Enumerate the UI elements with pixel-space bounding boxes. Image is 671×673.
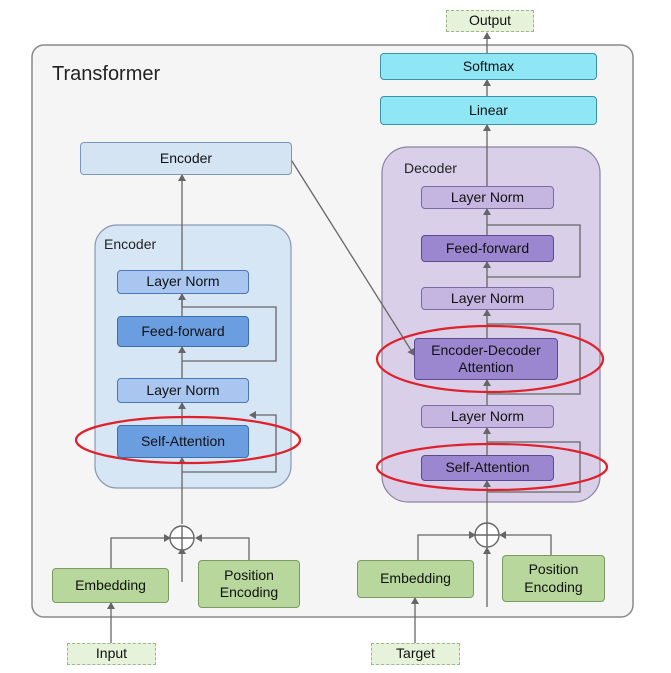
decoder-enc-dec-attention: Encoder-Decoder Attention xyxy=(414,338,558,380)
softmax-box: Softmax xyxy=(380,53,597,80)
enc-dec-attention-line2: Attention xyxy=(458,359,514,375)
decoder-layer-norm-middle: Layer Norm xyxy=(421,287,554,310)
output-label: Output xyxy=(446,10,534,32)
encoder-position-line2: Encoding xyxy=(219,584,279,600)
decoder-panel-title: Decoder xyxy=(404,160,457,176)
encoder-self-attention: Self-Attention xyxy=(117,425,249,458)
encoder-position-line1: Position xyxy=(224,566,274,583)
decoder-position-line1: Position xyxy=(528,561,579,577)
decoder-layer-norm-bottom: Layer Norm xyxy=(421,405,554,428)
encoder-embedding: Embedding xyxy=(52,568,169,603)
input-label: Input xyxy=(67,643,156,665)
transformer-title: Transformer xyxy=(52,63,161,85)
target-label: Target xyxy=(371,643,460,665)
decoder-embedding: Embedding xyxy=(357,560,474,598)
encoder-feed-forward: Feed-forward xyxy=(117,316,249,347)
encoder-position-encoding: Position Encoding xyxy=(198,560,300,608)
decoder-feed-forward: Feed-forward xyxy=(421,235,554,262)
decoder-layer-norm-top: Layer Norm xyxy=(421,186,554,209)
decoder-position-encoding: Position Encoding xyxy=(502,555,605,602)
encoder-panel-title: Encoder xyxy=(104,236,157,252)
highlight-ellipse-enc-dec-attention xyxy=(375,324,605,394)
highlight-ellipse-encoder-self-attention xyxy=(74,415,302,465)
encoder-output-box: Encoder xyxy=(80,142,292,175)
linear-box: Linear xyxy=(380,96,597,125)
enc-dec-attention-line1: Encoder-Decoder xyxy=(431,341,541,358)
decoder-self-attention: Self-Attention xyxy=(421,455,554,481)
highlight-ellipse-decoder-self-attention xyxy=(375,442,609,492)
encoder-layer-norm-top: Layer Norm xyxy=(117,270,249,294)
decoder-position-line2: Encoding xyxy=(524,578,583,595)
encoder-layer-norm-bottom: Layer Norm xyxy=(117,378,249,403)
